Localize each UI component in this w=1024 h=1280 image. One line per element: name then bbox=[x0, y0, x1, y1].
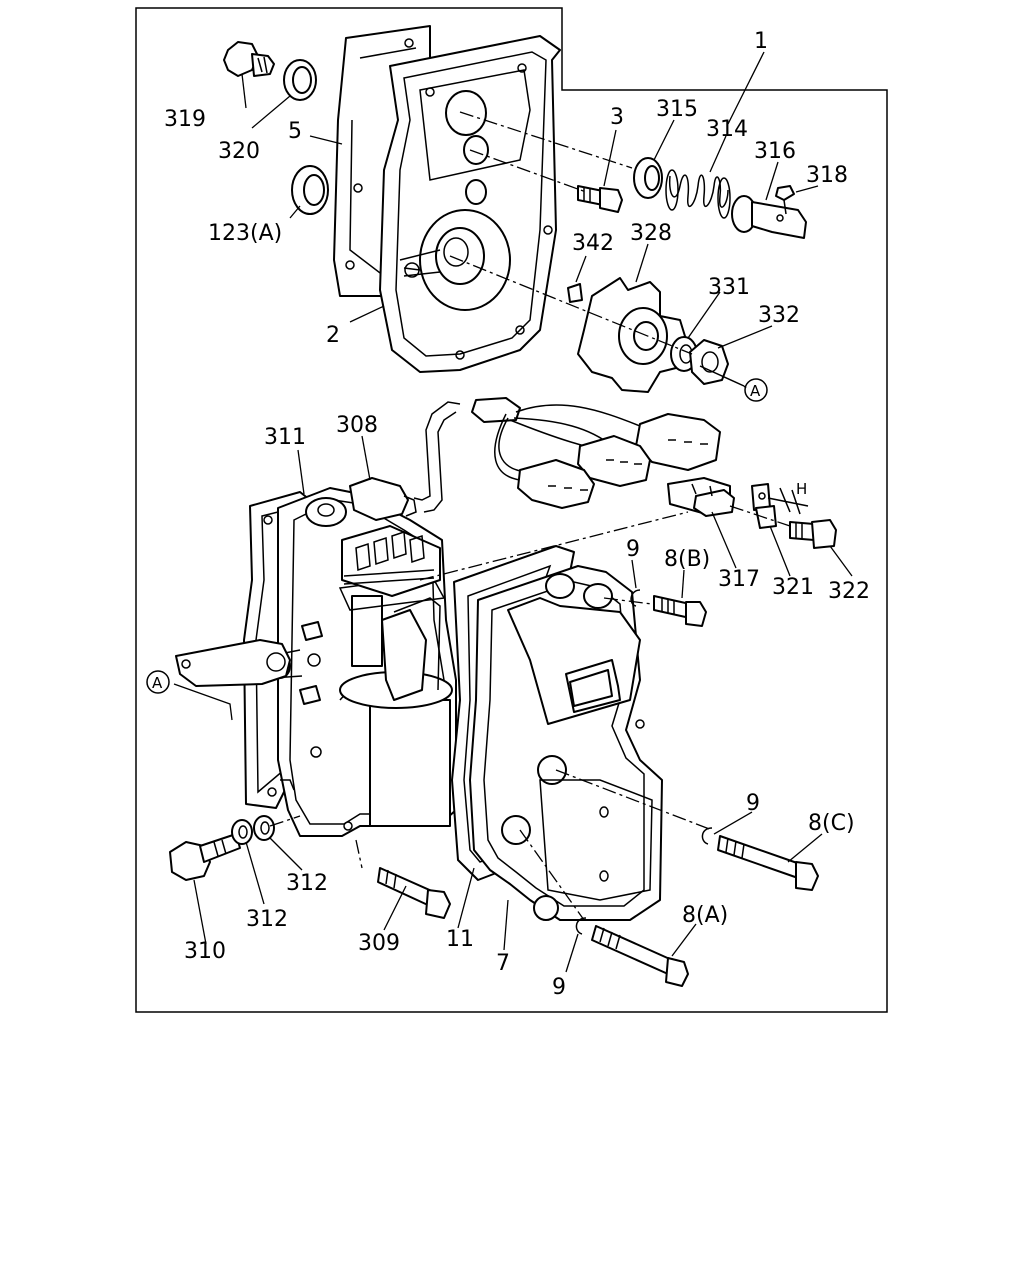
ring-315 bbox=[633, 157, 663, 199]
nut-332 bbox=[689, 339, 729, 385]
leader-lines bbox=[173, 51, 853, 973]
callout-317: 317 bbox=[718, 567, 760, 592]
callout-8b: 8(B) bbox=[664, 547, 710, 572]
hose-308 bbox=[349, 401, 461, 521]
washer-9b bbox=[630, 589, 641, 607]
dimension-h: H bbox=[767, 480, 809, 515]
bolt-322 bbox=[789, 519, 837, 549]
callout-314: 314 bbox=[706, 117, 748, 142]
washer-9a bbox=[701, 827, 713, 845]
washer-312a bbox=[231, 819, 253, 845]
lever-316 bbox=[731, 195, 807, 239]
callout-9-upper: 9 bbox=[626, 537, 640, 562]
diagram-frame bbox=[135, 7, 888, 1013]
wire-harness bbox=[471, 397, 721, 509]
callout-331: 331 bbox=[708, 275, 750, 300]
callout-319: 319 bbox=[164, 107, 206, 132]
svg-text:A: A bbox=[750, 382, 761, 400]
plug-319 bbox=[223, 41, 275, 77]
callout-9-middle: 9 bbox=[746, 791, 760, 816]
callout-342: 342 bbox=[572, 231, 614, 256]
callout-318: 318 bbox=[806, 163, 848, 188]
seal-123a bbox=[291, 165, 329, 215]
callout-3: 3 bbox=[610, 105, 624, 130]
spring-314 bbox=[665, 169, 731, 219]
reference-marker-a-upper: A bbox=[744, 378, 768, 402]
cover-7 bbox=[469, 565, 663, 921]
washer-320 bbox=[283, 59, 317, 101]
callout-332: 332 bbox=[758, 303, 800, 328]
callout-9-lower: 9 bbox=[552, 975, 566, 1000]
callout-312-upper: 312 bbox=[286, 871, 328, 896]
callout-11: 11 bbox=[446, 927, 474, 952]
sensor-317 bbox=[667, 477, 735, 517]
svg-text:A: A bbox=[152, 674, 163, 692]
bolt-309 bbox=[377, 867, 451, 919]
clip-321 bbox=[751, 483, 777, 529]
bolt-8c bbox=[717, 835, 819, 891]
svg-text:H: H bbox=[796, 480, 807, 498]
washer-312b bbox=[253, 815, 275, 841]
reference-marker-a-left: A bbox=[146, 670, 170, 694]
callout-123a: 123(A) bbox=[208, 221, 282, 246]
callout-5: 5 bbox=[288, 119, 302, 144]
bracket-a bbox=[175, 639, 291, 687]
callout-8a: 8(A) bbox=[682, 903, 728, 928]
bolt-8b bbox=[653, 595, 707, 627]
callout-311: 311 bbox=[264, 425, 306, 450]
callout-8c: 8(C) bbox=[808, 811, 855, 836]
callout-320: 320 bbox=[218, 139, 260, 164]
gear-328 bbox=[577, 277, 689, 393]
key-342 bbox=[567, 283, 583, 303]
housing-2 bbox=[379, 35, 561, 373]
callout-1: 1 bbox=[754, 29, 768, 54]
callout-2: 2 bbox=[326, 323, 340, 348]
actuator-body bbox=[269, 487, 457, 837]
callout-308: 308 bbox=[336, 413, 378, 438]
bolt-8a bbox=[591, 925, 689, 987]
callout-321: 321 bbox=[772, 575, 814, 600]
bolt-310 bbox=[169, 833, 241, 881]
callout-312-lower: 312 bbox=[246, 907, 288, 932]
screw-318 bbox=[775, 185, 795, 215]
callout-315: 315 bbox=[656, 97, 698, 122]
callout-316: 316 bbox=[754, 139, 796, 164]
callout-309: 309 bbox=[358, 931, 400, 956]
callout-328: 328 bbox=[630, 221, 672, 246]
bolt-3 bbox=[577, 185, 623, 213]
callout-7: 7 bbox=[496, 951, 510, 976]
callout-310: 310 bbox=[184, 939, 226, 964]
callout-322: 322 bbox=[828, 579, 870, 604]
